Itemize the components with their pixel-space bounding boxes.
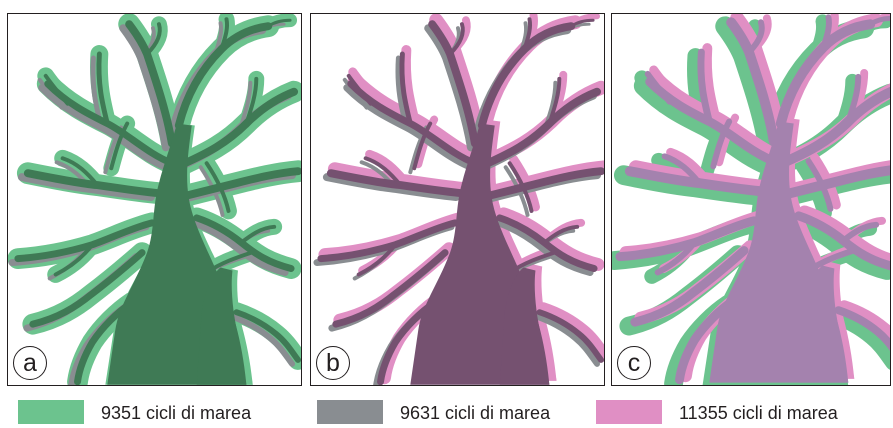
legend-swatch-green bbox=[18, 400, 84, 424]
panel-b: b bbox=[310, 13, 605, 386]
panel-label-b: b bbox=[316, 346, 350, 380]
channel-network-b bbox=[311, 14, 604, 385]
panel-a: a bbox=[7, 13, 302, 386]
panel-label-c: c bbox=[617, 346, 651, 380]
channel-branch bbox=[185, 92, 294, 164]
panel-c: c bbox=[611, 13, 891, 386]
channel-branch bbox=[488, 92, 597, 164]
channel-branch bbox=[787, 90, 890, 161]
legend-swatch-gray bbox=[317, 400, 383, 424]
channel-network-a bbox=[8, 14, 301, 385]
channel-network-c bbox=[612, 14, 890, 385]
legend-label-gray: 9631 cicli di marea bbox=[400, 403, 550, 424]
legend-swatch-pink bbox=[596, 400, 662, 424]
legend-label-pink: 11355 cicli di marea bbox=[679, 403, 838, 424]
legend-label-green: 9351 cicli di marea bbox=[101, 403, 251, 424]
panel-label-a: a bbox=[13, 346, 47, 380]
